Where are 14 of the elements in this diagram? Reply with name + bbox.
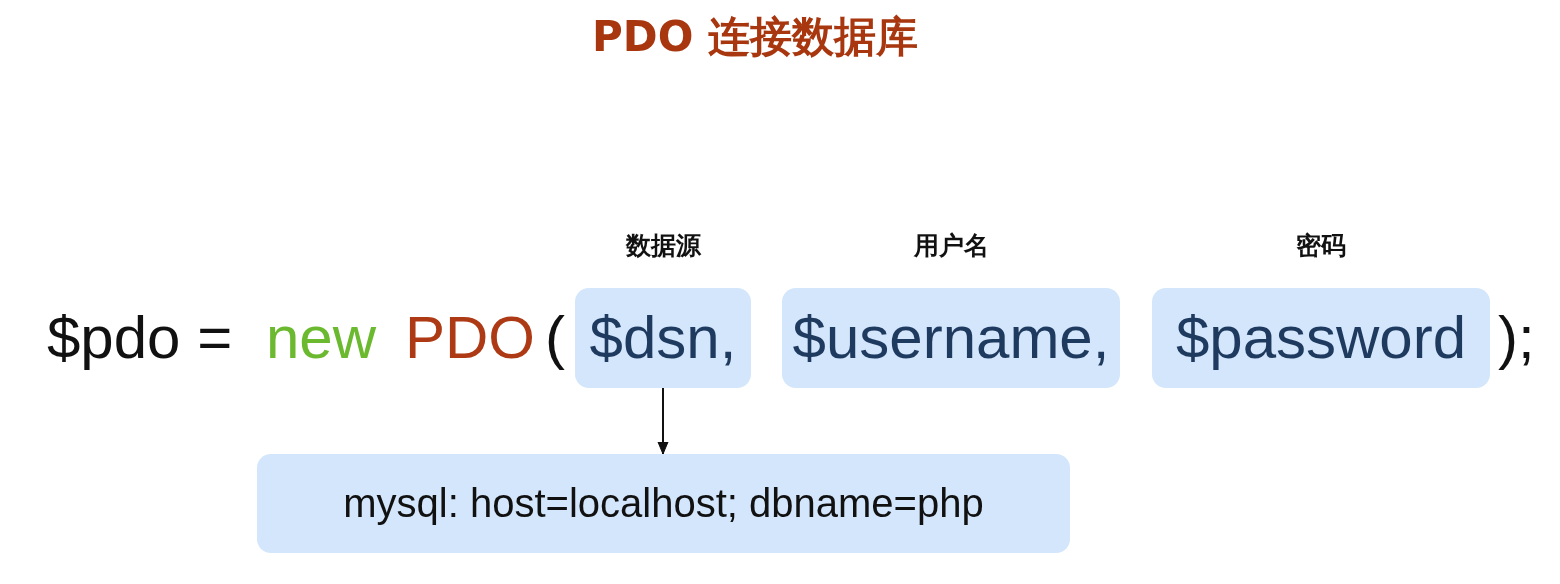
code-highlight: $dsn, <box>575 288 751 388</box>
code-text: $pdo = <box>47 303 233 373</box>
parameter-label: 数据源 <box>625 230 701 262</box>
code-highlight: mysql: host=localhost; dbname=php <box>257 454 1070 553</box>
code-text: ); <box>1498 303 1535 373</box>
code-text: ( <box>545 303 565 373</box>
parameter-label: 用户名 <box>913 230 989 262</box>
title: PDO 连接数据库 <box>592 12 918 63</box>
code-text: PDO <box>405 303 536 373</box>
code-text: new <box>266 303 377 373</box>
code-highlight: $username, <box>782 288 1120 388</box>
parameter-label: 密码 <box>1296 230 1346 262</box>
arrow <box>657 387 669 455</box>
code-highlight: $password <box>1152 288 1490 388</box>
